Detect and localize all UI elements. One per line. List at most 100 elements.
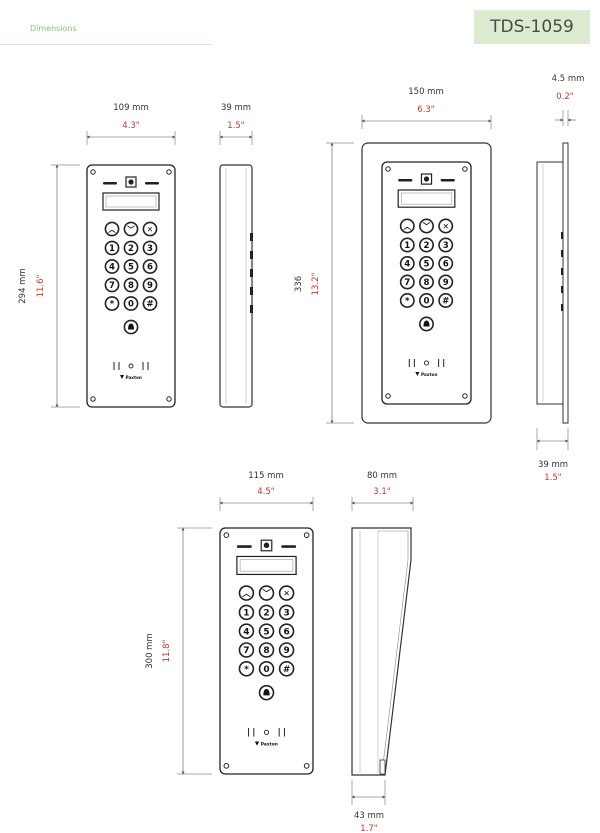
hood-side-view: 80 mm 3.1" 43 mm 1.7" [351, 471, 414, 833]
status-led-right [440, 179, 455, 182]
keypad-key-label: 6 [283, 627, 289, 637]
keypad-key-label: * [405, 297, 410, 307]
display-inner [239, 559, 294, 572]
header-rule [0, 44, 212, 45]
keypad-key [278, 604, 295, 621]
key-cancel-x [278, 585, 295, 601]
keypad-key [238, 604, 255, 621]
paxton-logo-icon [120, 375, 124, 379]
key-cancel-x [438, 218, 454, 234]
fixing-screw-icon [462, 393, 468, 399]
surface-side-depth-mm: 39 mm [221, 103, 251, 113]
key-down-arrow [123, 221, 139, 237]
hood-front-height-mm: 300 mm [145, 633, 155, 669]
status-led-right [145, 182, 159, 185]
keypad-key [278, 623, 295, 639]
key-down-arrow [258, 585, 275, 601]
hood-front-width-mm: 115 mm [248, 471, 284, 481]
up-arrow-icon: ︿ [108, 225, 116, 234]
keypad-key [238, 623, 255, 639]
section-label: Dimensions [30, 24, 77, 33]
keypad-key [399, 293, 415, 308]
keypad-key [142, 277, 158, 293]
fixing-screw-icon [303, 763, 310, 769]
keypad-key-label: 9 [147, 281, 153, 291]
keypad-key [438, 237, 454, 253]
keypad-key-label: 7 [243, 646, 249, 656]
keypad-key [104, 277, 120, 293]
status-led-left [103, 182, 117, 185]
flush-front-width-mm: 150 mm [408, 87, 444, 97]
status-led-right [281, 545, 297, 548]
hood-side-depth-top-mm: 80 mm [367, 471, 397, 481]
keypad-key-label: 3 [147, 244, 153, 254]
keypad-key [104, 240, 120, 256]
surface-front-height-mm: 294 mm [18, 268, 28, 304]
paxton-logo-icon [254, 741, 260, 746]
keypad-key-label: * [110, 300, 115, 310]
keypad-key-label: 0 [263, 665, 269, 675]
keypad-key-label: 5 [128, 263, 134, 273]
display-screen [236, 555, 297, 576]
display-screen [397, 189, 456, 208]
surface-front-width-mm: 109 mm [113, 103, 149, 113]
keypad-key-label: * [244, 665, 249, 675]
keypad-key-label: 6 [147, 263, 153, 273]
fixing-screw-icon [166, 169, 172, 175]
hood-front-height-in: 11.8" [162, 639, 172, 662]
keypad-key-label: 7 [109, 281, 115, 291]
fixing-screw-icon [90, 169, 96, 175]
keypad-key-label: # [146, 300, 153, 310]
flush-front-width-in: 6.3" [417, 105, 435, 115]
flush-side-depth-mm: 39 mm [538, 460, 568, 470]
hood-side-depth-bottom-mm: 43 mm [354, 811, 384, 821]
keypad-key-label: 5 [424, 260, 430, 270]
flush-side-view: 4.5 mm 0.2" 39 mm 1.5" [536, 74, 584, 483]
down-arrow-icon: ﹀ [262, 588, 271, 598]
keypad-key [238, 642, 255, 658]
brand-name: Paxton [261, 742, 278, 748]
paxton-logo-icon [415, 372, 420, 377]
keypad-key [142, 296, 158, 311]
keypad-key-label: 7 [404, 278, 410, 288]
keypad-key-label: 0 [128, 300, 134, 310]
keypad-key [123, 277, 139, 293]
display-inner [105, 195, 157, 208]
fixing-screw-icon [223, 532, 230, 538]
keypad-key [419, 237, 434, 253]
hood-side-depth-bottom-in: 1.7" [360, 824, 378, 833]
keypad-key-label: 3 [443, 241, 449, 251]
keypad-key-label: 1 [109, 244, 115, 254]
up-arrow-icon: ︿ [403, 222, 411, 231]
flush-front-height-in: 13.2" [311, 272, 321, 295]
keypad-key-label: 9 [443, 278, 449, 288]
display-inner [400, 192, 453, 205]
camera-lens-icon [263, 542, 270, 549]
flush-side-depth-in: 1.5" [544, 473, 562, 483]
surface-front-height-in: 11.6" [36, 274, 46, 297]
keypad-key [258, 604, 275, 621]
keypad-key [278, 661, 295, 677]
keypad-key-label: 8 [128, 281, 134, 291]
brand-name: Paxton [126, 375, 142, 380]
keypad-key [258, 642, 275, 658]
keypad-key [142, 259, 158, 274]
camera-lens-icon [423, 176, 430, 182]
keypad-key [258, 623, 275, 639]
keypad-key-label: 8 [424, 278, 430, 288]
keypad-key-label: 8 [263, 646, 269, 656]
fixing-screw-icon [223, 763, 230, 769]
keypad-key-label: 2 [424, 241, 430, 251]
keypad-key-label: 0 [424, 297, 430, 307]
keypad-key-label: 1 [404, 241, 410, 251]
cancel-x-icon: ✕ [147, 225, 153, 234]
keypad-key-label: 4 [243, 627, 249, 637]
keypad-key [238, 661, 255, 677]
fixing-screw-icon [90, 396, 96, 402]
keypad-key-label: 5 [263, 627, 269, 637]
rfid-center-icon [128, 363, 134, 369]
